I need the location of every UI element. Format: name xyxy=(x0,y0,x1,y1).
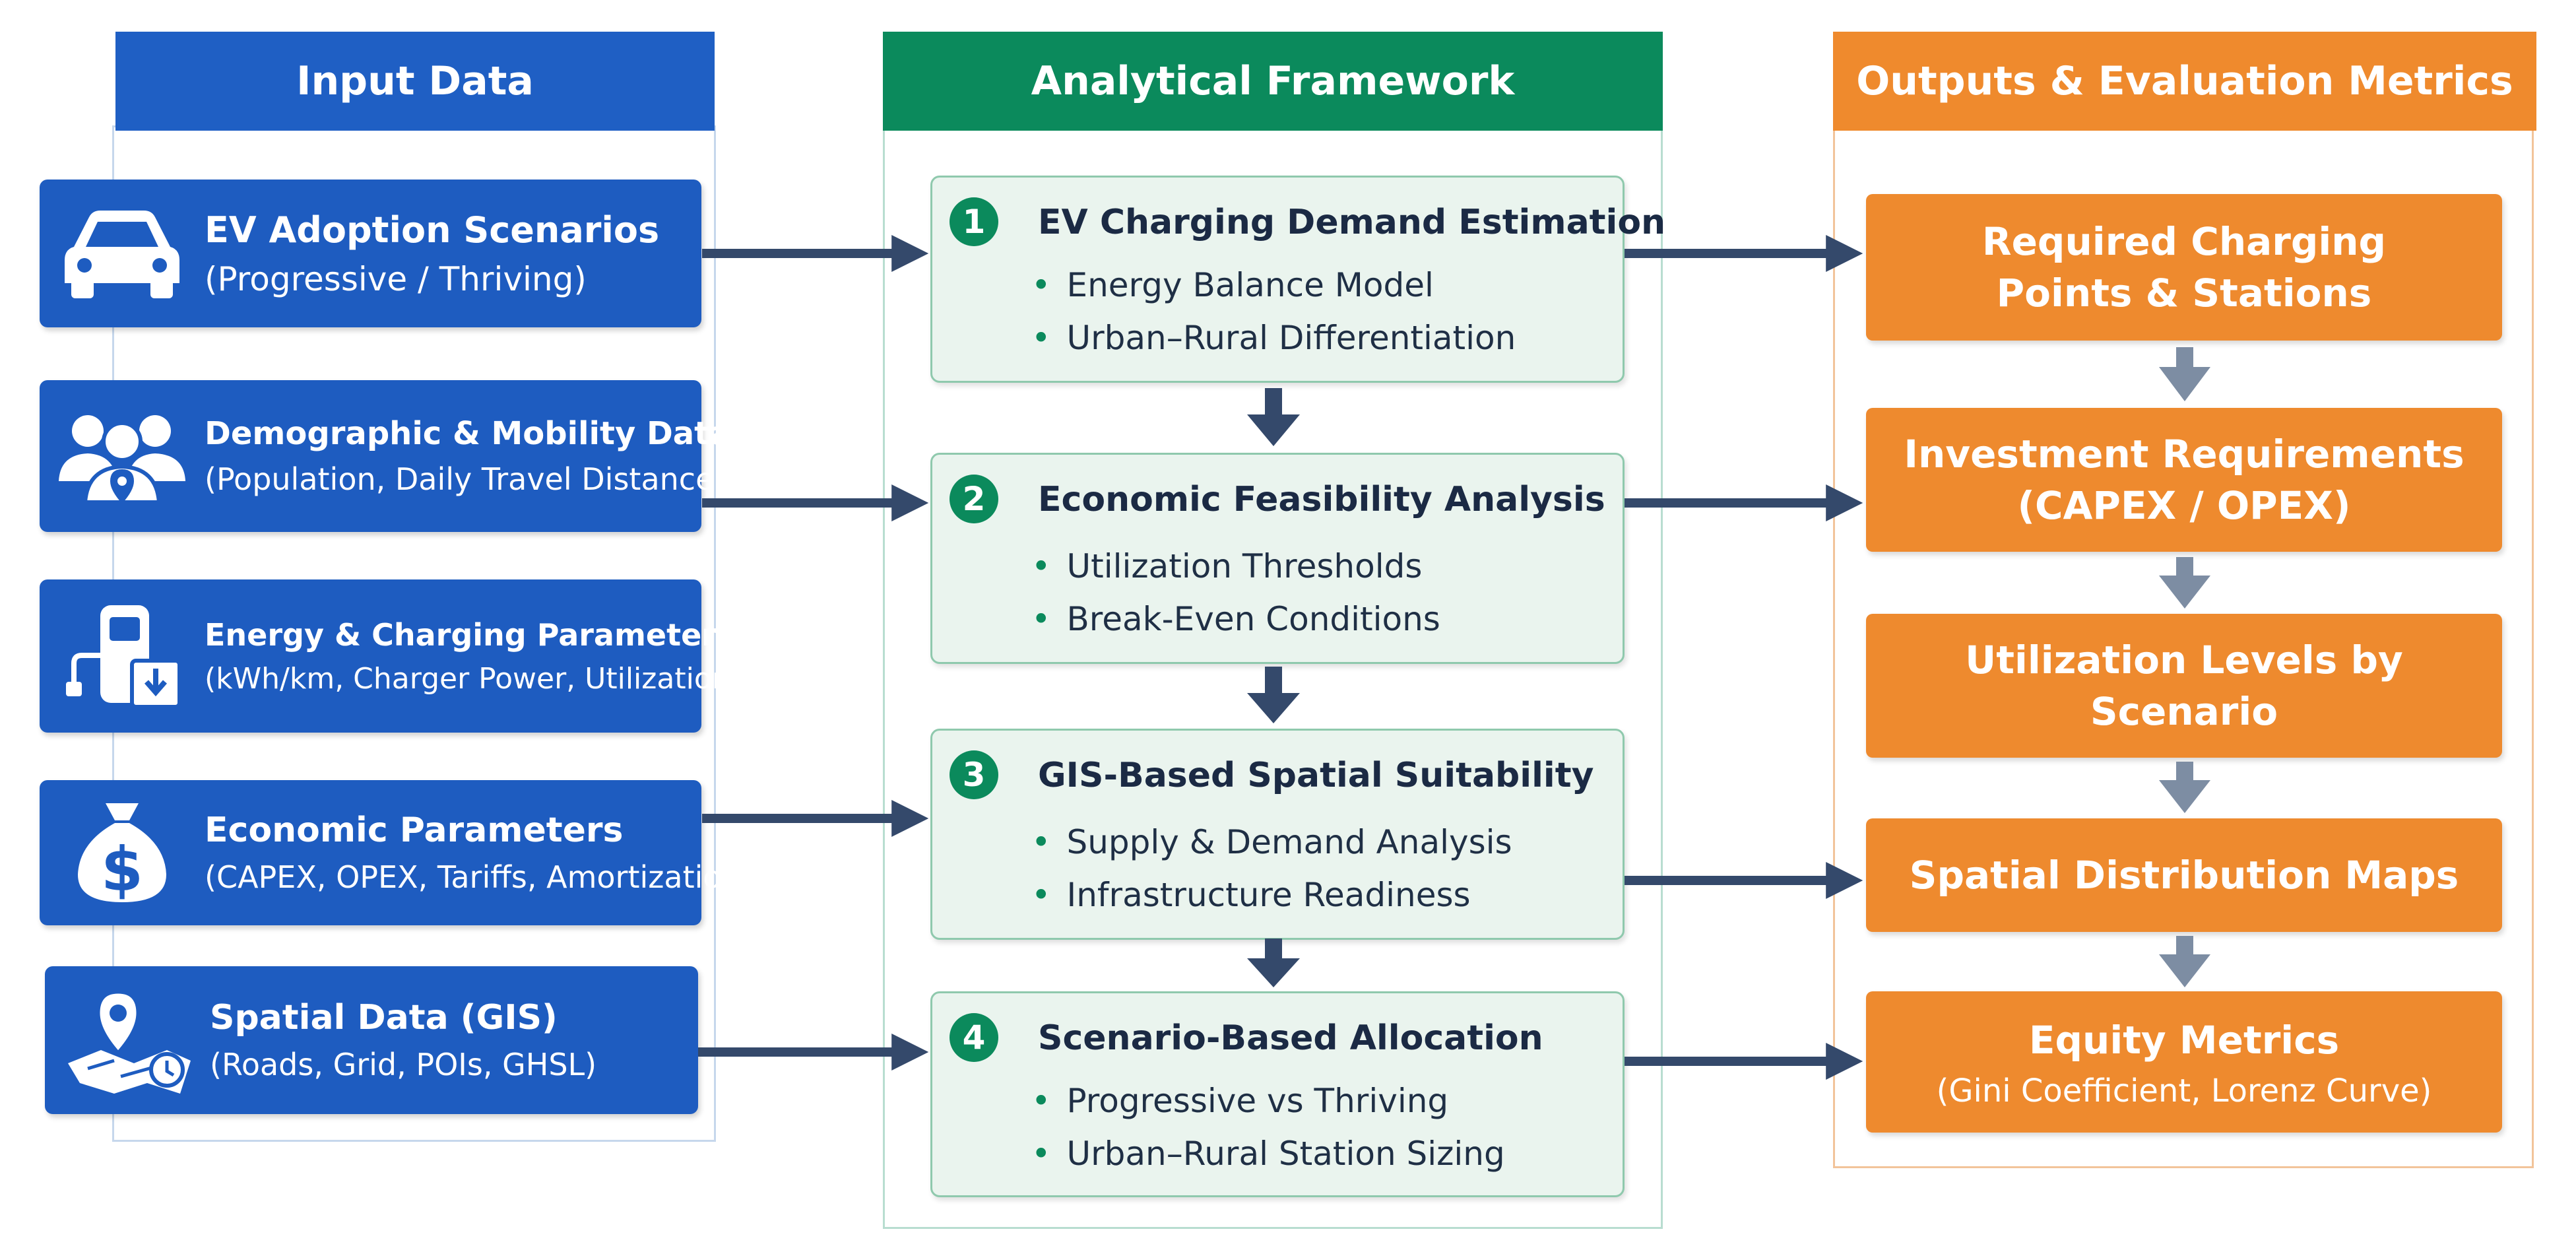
output-utilization: Utilization Levels by Scenario xyxy=(1866,614,2502,758)
arrow-down-out-3 xyxy=(2159,762,2210,813)
bullet-text: Infrastructure Readiness xyxy=(1066,876,1471,914)
output-line-1: Equity Metrics xyxy=(2028,1017,2340,1063)
input-title: Economic Parameters xyxy=(205,810,624,850)
input-card-economic: $ Economic Parameters (CAPEX, OPEX, Tari… xyxy=(40,780,753,925)
arrow-down-out-4 xyxy=(2159,936,2210,987)
step-number: 2 xyxy=(950,475,998,523)
bullet-text: Energy Balance Model xyxy=(1066,266,1434,304)
bullet-dot: • xyxy=(1031,600,1051,638)
input-title: EV Adoption Scenarios xyxy=(205,209,660,251)
step-title: Scenario-Based Allocation xyxy=(1038,1018,1543,1058)
bullet-dot: • xyxy=(1031,547,1051,585)
framework-step-2: 2 Economic Feasibility Analysis • Utiliza… xyxy=(930,453,1625,664)
arrow-down-out-2 xyxy=(2159,557,2210,609)
bullet-dot: • xyxy=(1031,1135,1051,1173)
input-card-ev-adoption: EV Adoption Scenarios (Progressive / Thr… xyxy=(40,180,701,327)
output-subtitle: (Gini Coefficient, Lorenz Curve) xyxy=(1936,1072,2432,1110)
output-line-2: (CAPEX / OPEX) xyxy=(2017,483,2351,528)
input-card-spatial: Spatial Data (GIS) (Roads, Grid, POIs, G… xyxy=(45,966,698,1114)
step-bullet: • Urban–Rural Station Sizing xyxy=(1031,1135,1505,1173)
step-number: 4 xyxy=(950,1013,998,1062)
bullet-text: Break-Even Conditions xyxy=(1066,600,1440,638)
step-bullet: • Supply & Demand Analysis xyxy=(1031,823,1512,861)
step-number: 3 xyxy=(950,750,998,799)
map-pin-icon xyxy=(45,966,210,1114)
output-line-1: Spatial Distribution Maps xyxy=(1909,852,2459,898)
outputs-column-header: Outputs & Evaluation Metrics xyxy=(1833,32,2536,131)
arrow-down-fw-2 xyxy=(1247,667,1300,723)
input-title: Spatial Data (GIS) xyxy=(210,998,558,1038)
arrow-down-fw-3 xyxy=(1247,939,1300,987)
output-line-1: Required Charging xyxy=(1981,218,2387,264)
step-bullet: • Progressive vs Thriving xyxy=(1031,1082,1448,1120)
step-bullet: • Utilization Thresholds xyxy=(1031,547,1422,585)
framework-column-header: Analytical Framework xyxy=(883,32,1663,131)
input-subtitle: (kWh/km, Charger Power, Utilization) xyxy=(205,661,742,696)
arrow-down-out-1 xyxy=(2159,347,2210,401)
input-subtitle: (CAPEX, OPEX, Tariffs, Amortization) xyxy=(205,859,753,895)
output-line-2: Scenario xyxy=(2090,689,2278,734)
bullet-text: Urban–Rural Differentiation xyxy=(1066,319,1516,357)
step-bullet: • Energy Balance Model xyxy=(1031,266,1434,304)
step-title: Economic Feasibility Analysis xyxy=(1038,480,1605,519)
output-spatial-maps: Spatial Distribution Maps xyxy=(1866,818,2502,932)
step-title: EV Charging Demand Estimation xyxy=(1038,203,1666,242)
bullet-dot: • xyxy=(1031,266,1051,304)
bullet-text: Utilization Thresholds xyxy=(1066,547,1423,585)
input-subtitle: (Roads, Grid, POIs, GHSL) xyxy=(210,1047,597,1082)
bullet-dot: • xyxy=(1031,1082,1051,1120)
bullet-dot: • xyxy=(1031,823,1051,861)
output-equity: Equity Metrics (Gini Coefficient, Lorenz… xyxy=(1866,991,2502,1133)
svg-text:$: $ xyxy=(101,834,143,905)
bullet-dot: • xyxy=(1031,876,1051,914)
step-number: 1 xyxy=(950,197,998,246)
arrow-down-fw-1 xyxy=(1247,388,1300,446)
output-line-2: Points & Stations xyxy=(1996,271,2372,315)
output-line-1: Utilization Levels by xyxy=(1965,637,2403,682)
input-card-energy: Energy & Charging Parameters (kWh/km, Ch… xyxy=(40,579,742,733)
car-icon xyxy=(40,180,205,327)
input-column-header: Input Data xyxy=(115,32,715,131)
step-bullet: • Break-Even Conditions xyxy=(1031,600,1440,638)
bullet-dot: • xyxy=(1031,319,1051,357)
framework-step-4: 4 Scenario-Based Allocation • Progressive… xyxy=(930,991,1625,1197)
output-charging-points: Required Charging Points & Stations xyxy=(1866,194,2502,341)
money-bag-icon: $ xyxy=(40,780,205,925)
output-investment: Investment Requirements (CAPEX / OPEX) xyxy=(1866,408,2502,552)
framework-step-3: 3 GIS-Based Spatial Suitability • Supply … xyxy=(930,729,1625,940)
input-title: Energy & Charging Parameters xyxy=(205,616,735,653)
bullet-text: Urban–Rural Station Sizing xyxy=(1066,1135,1505,1173)
output-line-1: Investment Requirements xyxy=(1904,431,2464,477)
step-title: GIS-Based Spatial Suitability xyxy=(1038,756,1594,795)
step-bullet: • Urban–Rural Differentiation xyxy=(1031,319,1516,357)
framework-step-1: 1 EV Charging Demand Estimation • Energy … xyxy=(930,176,1665,383)
charger-icon xyxy=(40,579,205,733)
people-icon xyxy=(40,380,205,532)
bullet-text: Supply & Demand Analysis xyxy=(1066,823,1512,861)
step-bullet: • Infrastructure Readiness xyxy=(1031,876,1471,914)
input-card-demographic: Demographic & Mobility Data (Population,… xyxy=(40,380,731,532)
input-title: Demographic & Mobility Data xyxy=(205,415,731,452)
bullet-text: Progressive vs Thriving xyxy=(1066,1082,1449,1120)
input-subtitle: (Population, Daily Travel Distance) xyxy=(205,461,726,497)
input-subtitle: (Progressive / Thriving) xyxy=(205,259,587,298)
